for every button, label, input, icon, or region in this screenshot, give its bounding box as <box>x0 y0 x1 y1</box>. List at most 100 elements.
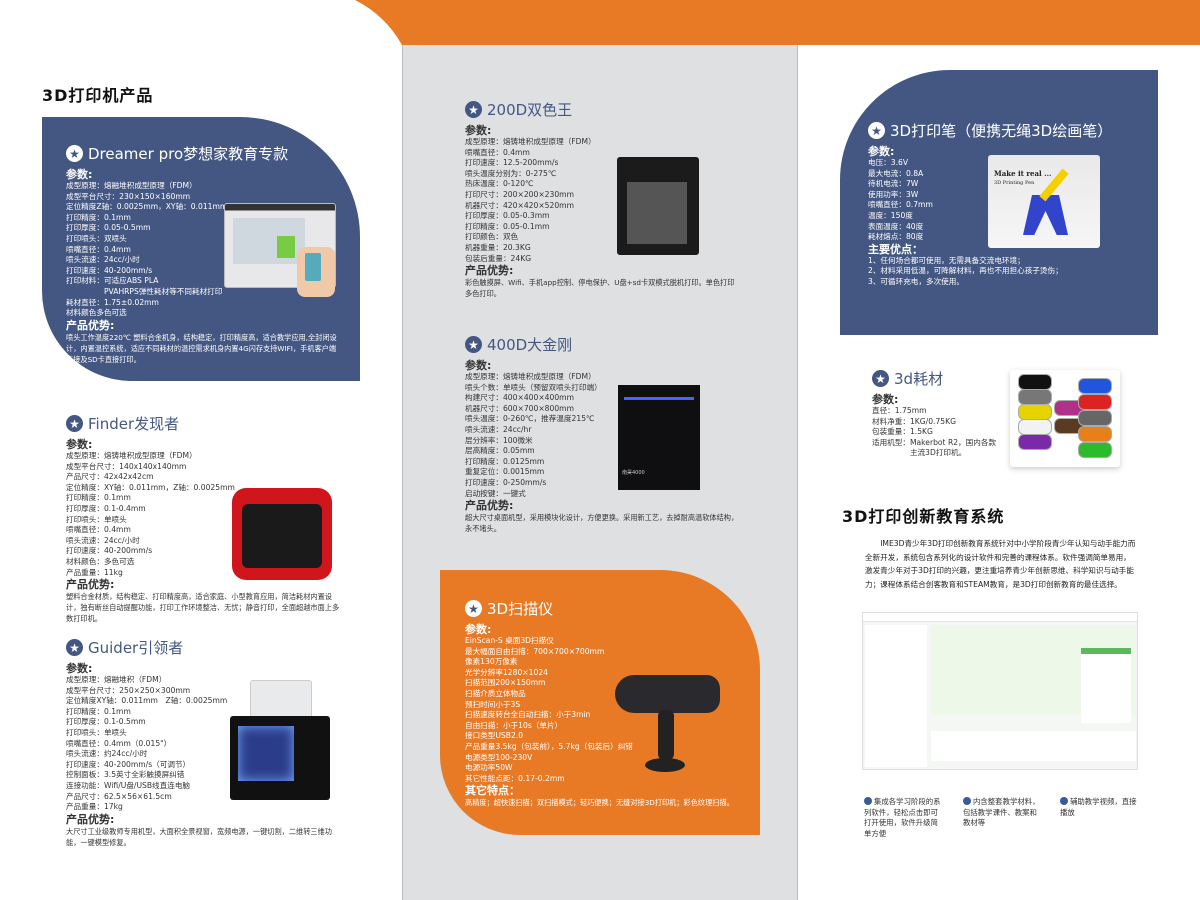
finder-section: ★Finder发现者 参数: 成型原理：熔铸堆积成型原理（FDM）成型平台尺寸：… <box>66 415 340 624</box>
product-title: ★3D打印笔（便携无绳3D绘画笔） <box>868 120 1112 141</box>
d400-section: ★400D大金刚 参数: 成型原理：熔铸堆积成型原理（FDM）喷头个数：单喷头（… <box>465 336 739 534</box>
star-icon: ★ <box>66 415 83 432</box>
scanner-image <box>615 675 720 713</box>
param-line: 打印精度：0.05-0.1mm <box>465 221 550 231</box>
param-line: 电压：3.6V <box>868 158 909 167</box>
spool <box>1078 410 1112 426</box>
star-icon: ★ <box>66 639 83 656</box>
param-line: 喷头温度分别为：0-275℃ <box>465 168 557 178</box>
param-line: 包装重量：1.5KG <box>872 427 933 437</box>
param-line: 使用功率：3W <box>868 189 919 199</box>
pen-image: Make it real ... 3D Printing Pen <box>988 155 1100 248</box>
guider-printer-image <box>230 716 330 800</box>
param-line: PVAHRPS弹性耗材等不同耗材打印 <box>66 286 223 296</box>
param-line: 最大电流：0.8A <box>868 168 924 178</box>
spool <box>1078 394 1112 410</box>
param-line: 打印精度：0.1mm <box>66 493 131 503</box>
star-icon: ★ <box>868 122 885 139</box>
param-line: 打印尺寸：200×200×230mm <box>465 189 574 199</box>
param-line: 喷嘴直径：0.7mm <box>868 200 933 210</box>
param-line: 打印材料：可适应ABS PLA <box>66 276 159 286</box>
param-line: 扫描范围200×150mm <box>465 678 546 688</box>
param-line: 喷嘴直径：0.4mm <box>465 147 530 157</box>
param-line: 直径：1.75mm <box>872 406 927 415</box>
param-line: 像素130万像素 <box>465 657 518 667</box>
param-line: 耗材熔点：80度 <box>868 232 924 242</box>
param-line: 喷嘴直径：0.4mm（0.015"） <box>66 738 172 748</box>
param-line: 打印速度：40-200mm/s <box>66 546 153 556</box>
param-line: 打印速度：40-200mm/s（可调节） <box>66 759 191 769</box>
d400-printer-image: 南昊4000 <box>618 385 700 490</box>
param-line: 连接功能：Wifi/U盘/USB线直连电脑 <box>66 780 191 790</box>
star-icon: ★ <box>465 336 482 353</box>
param-line: 待机电流：7W <box>868 179 919 189</box>
param-line: 热床温度：0-120℃ <box>465 179 534 189</box>
param-line: 控制面板：3.5英寸全彩触摸屏纠错 <box>66 770 185 780</box>
param-line: 包装后重量：24KG <box>465 253 532 263</box>
product-title: ★Guider引领者 <box>66 637 341 658</box>
param-line: 自由扫描：小于10s（单片） <box>465 720 563 730</box>
star-icon <box>963 797 971 805</box>
param-line: 喷嘴直径：0.4mm <box>66 525 131 535</box>
param-line: 产品尺寸：62.5×56×61.5cm <box>66 791 172 801</box>
scanner-base <box>645 758 685 772</box>
param-line: 扫描介质立体物品 <box>465 688 526 698</box>
param-line: 材料颜色：多色可选 <box>66 556 135 566</box>
param-line: 机器重量：20.3KG <box>465 242 531 252</box>
param-line: 打印速度：40-200mm/s <box>66 265 153 275</box>
param-line: 适用机型：Makerbot R2，国内各款 <box>872 437 997 447</box>
param-line: 喷头个数：单喷头（预留双喷头打印端） <box>465 382 602 392</box>
param-line: 接口类型USB2.0 <box>465 731 524 741</box>
param-line: 产品重量3.5kg（包装前），5.7kg（包装后）纠错 <box>465 741 633 751</box>
system-paragraph: IME3D青少年3D打印创新教育系统针对中小学阶段青少年认知与动手能力而全新开发… <box>865 539 1136 589</box>
param-line: 成型平台尺寸：230×150×160mm <box>66 191 191 201</box>
param-line: 成型平台尺寸：250×250×300mm <box>66 685 191 695</box>
system-title: 3D打印创新教育系统 <box>842 507 1005 526</box>
param-line: 成型原理：熔铸堆积成型原理（FDM） <box>465 137 596 146</box>
param-line: 打印厚度：0.05-0.3mm <box>465 211 550 221</box>
spool <box>1018 404 1052 420</box>
param-line: 成型原理：熔铸堆积成型原理（FDM） <box>465 372 596 381</box>
param-line: 电源功率50W <box>465 763 513 773</box>
param-line: 成型原理：熔铸堆积成型原理（FDM） <box>66 451 197 460</box>
param-line: 产品重量：17kg <box>66 802 123 812</box>
param-line: 最大幅面自由扫描：700×700×700mm <box>465 646 605 656</box>
guider-cover-image <box>250 680 312 718</box>
feature-item: 辅助教学视频，直接播放 <box>1060 797 1137 817</box>
param-line: 1、任何场合都可使用，无需具备交流电环境； <box>868 255 1025 265</box>
param-line: 成型原理：熔融堆积（FDM） <box>66 675 167 684</box>
param-line: 耗材直径：1.75±0.02mm <box>66 297 159 307</box>
product-title: ★Dreamer pro梦想家教育专款 <box>66 143 338 164</box>
param-line: 打印精度：0.0125mm <box>465 456 545 466</box>
param-line: 喷嘴直径：0.4mm <box>66 244 131 254</box>
param-line: 层分辨率：100微米 <box>465 435 533 445</box>
param-line: 预扫时间小于3S <box>465 699 521 709</box>
param-line: 扫描速度转台全自动扫描：小于3min <box>465 710 591 720</box>
param-line: 温度：150度 <box>868 210 913 220</box>
param-line: 定位精度XY轴：0.011mm Z轴：0.0025mm <box>66 696 228 706</box>
dreamer-panel: ★Dreamer pro梦想家教育专款 参数: 成型原理：熔融堆积成型原理（FD… <box>42 117 360 381</box>
param-line: 成型原理：熔融堆积成型原理（FDM） <box>66 181 197 190</box>
param-line: 喷头流速：24cc/hr <box>465 424 532 434</box>
param-line: 3、可循环充电，多次使用。 <box>868 276 964 286</box>
param-line: 打印速度：12.5-200mm/s <box>465 158 559 168</box>
param-line: 产品尺寸：42x42x42cm <box>66 472 154 482</box>
section-title: 3D打印机产品 <box>42 86 154 105</box>
guider-section: ★Guider引领者 参数: 成型原理：熔融堆积（FDM）成型平台尺寸：250×… <box>66 637 341 848</box>
star-icon: ★ <box>66 145 83 162</box>
param-line: 材料净重：1KG/0.75KG <box>872 416 956 426</box>
param-line: 机器尺寸：600×700×800mm <box>465 403 574 413</box>
param-line: 喷头温度：0-260℃，推荐温度215℃ <box>465 414 595 424</box>
star-icon <box>1060 797 1068 805</box>
param-line: EinScan-S 桌面3D扫描仪 <box>465 636 554 645</box>
spool <box>1018 434 1052 450</box>
spool <box>1018 419 1052 435</box>
spool <box>1018 374 1052 390</box>
param-line: 2、材料采用低温，可降解材料，再也不用担心孩子烫伤； <box>868 266 1063 276</box>
param-line: 机器尺寸：420×420×520mm <box>465 200 574 210</box>
param-line: 材料颜色多色可选 <box>66 308 127 318</box>
software-screenshot <box>862 612 1138 770</box>
scanner-handle <box>658 710 674 760</box>
phone-hand-image <box>297 247 335 297</box>
